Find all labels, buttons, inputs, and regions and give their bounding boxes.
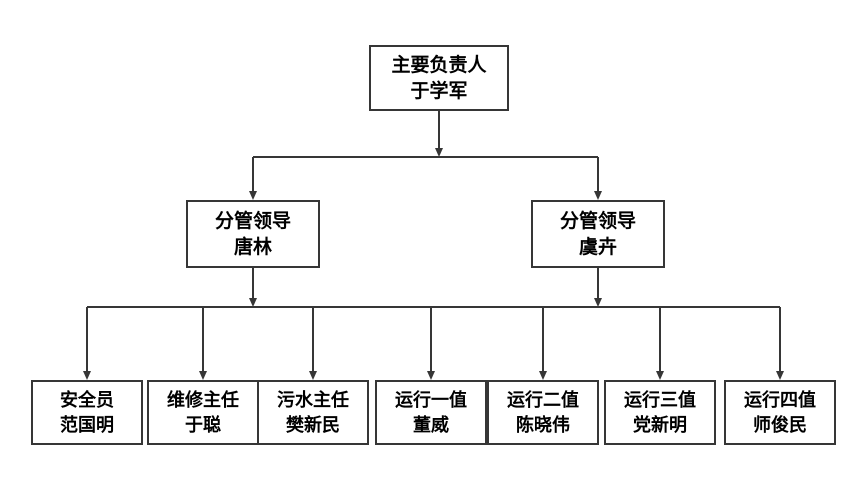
org-node-staff-safety: 安全员 范国明 (31, 380, 143, 445)
org-node-staff-shift-4: 运行四值 师俊民 (724, 380, 836, 445)
arrowhead-staff-3 (427, 371, 435, 380)
org-node-role: 安全员 (60, 389, 114, 411)
org-node-person: 于学军 (410, 80, 468, 102)
org-node-role: 分管领导 (214, 210, 291, 232)
org-node-root: 主要负责人 于学军 (369, 45, 509, 111)
org-node-staff-shift-2: 运行二值 陈晓伟 (487, 380, 599, 445)
org-node-person: 党新明 (633, 414, 687, 436)
org-node-role: 运行四值 (744, 389, 816, 411)
org-node-staff-sewage: 污水主任 樊新民 (257, 380, 369, 445)
org-node-role: 运行一值 (395, 389, 467, 411)
org-node-person: 师俊民 (753, 414, 807, 436)
arrowhead-staff-0 (83, 371, 91, 380)
org-node-role: 运行三值 (624, 389, 696, 411)
arrowhead-rail2-left (249, 298, 257, 307)
org-node-staff-shift-1: 运行一值 董威 (375, 380, 487, 445)
arrowhead-rail2-right (594, 298, 602, 307)
org-node-role: 分管领导 (559, 210, 636, 232)
org-node-manager-tanglin: 分管领导 唐林 (186, 200, 320, 268)
org-node-person: 唐林 (233, 236, 272, 258)
org-node-role: 运行二值 (507, 389, 579, 411)
org-node-person: 陈晓伟 (516, 414, 570, 436)
arrowhead-staff-6 (776, 371, 784, 380)
org-node-role: 主要负责人 (391, 54, 487, 76)
org-node-staff-maintenance: 维修主任 于聪 (147, 380, 259, 445)
arrowhead-staff-1 (199, 371, 207, 380)
org-node-person: 樊新民 (286, 414, 340, 436)
org-node-person: 虞卉 (578, 236, 617, 258)
org-node-person: 于聪 (185, 414, 221, 436)
arrowhead-root (435, 148, 443, 157)
org-node-person: 范国明 (60, 414, 114, 436)
org-node-role: 维修主任 (167, 389, 239, 411)
arrowhead-mgr-1 (594, 191, 602, 200)
org-node-person: 董威 (413, 414, 449, 436)
org-node-staff-shift-3: 运行三值 党新明 (604, 380, 716, 445)
org-node-role: 污水主任 (277, 389, 349, 411)
arrowhead-staff-2 (309, 371, 317, 380)
org-node-manager-yuhui: 分管领导 虞卉 (531, 200, 665, 268)
arrowhead-staff-4 (539, 371, 547, 380)
arrowhead-staff-5 (656, 371, 664, 380)
arrowhead-mgr-0 (249, 191, 257, 200)
